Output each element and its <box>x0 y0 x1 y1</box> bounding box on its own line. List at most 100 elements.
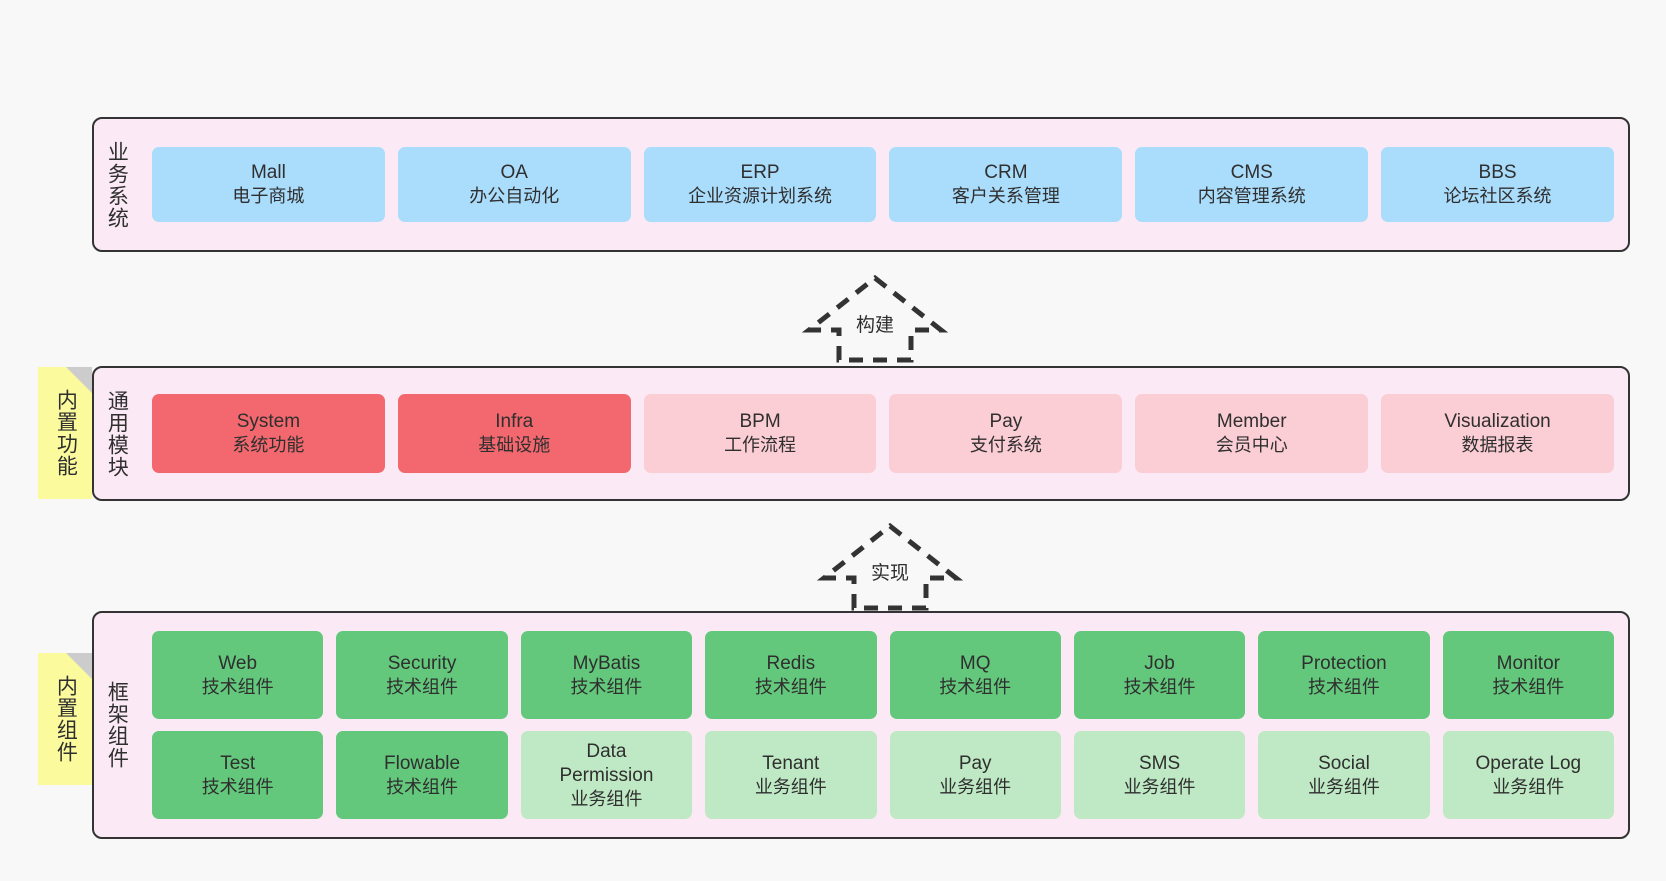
tile-subtitle: 业务组件 <box>754 776 827 797</box>
connector-label: 实现 <box>870 563 909 584</box>
tile-member[interactable]: Member 会员中心 <box>1135 394 1369 473</box>
tile-subtitle: 论坛社区系统 <box>1443 186 1552 207</box>
tile-title: Mall <box>250 162 286 184</box>
tile-subtitle: 技术组件 <box>1123 676 1196 697</box>
tile-security[interactable]: Security 技术组件 <box>336 631 508 719</box>
tile-subtitle: 技术组件 <box>1492 676 1565 697</box>
tile-subtitle: 技术组件 <box>939 676 1012 697</box>
tile-subtitle: 技术组件 <box>1307 676 1380 697</box>
layer-framework-components: 框架组件 Web 技术组件 Security 技术组件 MyBatis 技术组件… <box>92 611 1630 839</box>
tile-subtitle: 技术组件 <box>201 776 274 797</box>
tile-title: Operate Log <box>1475 752 1582 774</box>
tile-test[interactable]: Test 技术组件 <box>152 731 324 819</box>
layer-body-framework-components: Web 技术组件 Security 技术组件 MyBatis 技术组件 Redi… <box>138 613 1628 837</box>
tile-protection[interactable]: Protection 技术组件 <box>1258 631 1430 719</box>
tile-subtitle: 内容管理系统 <box>1197 186 1306 207</box>
tile-subtitle: 技术组件 <box>386 676 459 697</box>
tile-title: CMS <box>1230 162 1273 184</box>
tile-bpm[interactable]: BPM 工作流程 <box>643 394 877 473</box>
tile-title: Pay <box>958 752 992 774</box>
tile-title: Social <box>1318 752 1370 774</box>
layer-title-framework-components: 框架组件 <box>105 681 129 769</box>
note-label: 内置功能 <box>54 389 78 477</box>
tile-pay-component[interactable]: Pay 业务组件 <box>889 731 1061 819</box>
layer-title-business-systems: 业务系统 <box>105 140 129 229</box>
tile-subtitle: 数据报表 <box>1461 435 1534 456</box>
tile-subtitle: 技术组件 <box>201 676 274 697</box>
tile-title: Protection <box>1301 652 1387 674</box>
tile-mq[interactable]: MQ 技术组件 <box>889 631 1061 719</box>
tile-title: CRM <box>984 162 1028 184</box>
tile-title: ERP <box>740 162 780 184</box>
tile-crm[interactable]: CRM 客户关系管理 <box>889 147 1123 222</box>
layer-business-systems: 业务系统 Mall 电子商城 OA 办公自动化 ERP 企业资源计划系统 CRM… <box>92 117 1630 252</box>
tile-mybatis[interactable]: MyBatis 技术组件 <box>520 631 693 719</box>
tile-title: Web <box>218 652 258 674</box>
connector-build: 构建 <box>800 272 950 365</box>
tile-subtitle: 业务组件 <box>1492 776 1565 797</box>
tile-operate-log[interactable]: Operate Log 业务组件 <box>1442 731 1614 819</box>
tile-title: Visualization <box>1444 411 1551 433</box>
tile-subtitle: 支付系统 <box>969 435 1042 456</box>
tile-title: System <box>236 411 301 433</box>
connector-implement: 实现 <box>815 520 965 613</box>
layer-body-business-systems: Mall 电子商城 OA 办公自动化 ERP 企业资源计划系统 CRM 客户关系… <box>138 119 1628 250</box>
tile-title: BBS <box>1478 162 1517 184</box>
tile-title: Monitor <box>1496 652 1560 674</box>
tile-subtitle: 业务组件 <box>939 776 1012 797</box>
tile-subtitle: 技术组件 <box>754 676 827 697</box>
tile-title: Tenant <box>762 752 820 774</box>
tile-flowable[interactable]: Flowable 技术组件 <box>336 731 508 819</box>
component-row-business: Test 技术组件 Flowable 技术组件 Data Permission … <box>152 731 1614 819</box>
tile-subtitle: 基础设施 <box>478 435 551 456</box>
tile-subtitle: 业务组件 <box>1307 776 1380 797</box>
connector-label: 构建 <box>855 315 894 336</box>
tile-subtitle: 业务组件 <box>570 788 643 809</box>
tile-title: Flowable <box>384 752 461 774</box>
tile-visualization[interactable]: Visualization 数据报表 <box>1381 394 1614 473</box>
tile-title: Infra <box>495 411 534 433</box>
tile-data-permission[interactable]: Data Permission 业务组件 <box>520 731 693 819</box>
tile-pay-module[interactable]: Pay 支付系统 <box>889 394 1123 473</box>
tile-mall[interactable]: Mall 电子商城 <box>152 147 385 222</box>
tile-title: MQ <box>959 652 991 674</box>
layer-title-common-modules: 通用模块 <box>105 389 129 478</box>
tile-web[interactable]: Web 技术组件 <box>152 631 324 719</box>
tile-sms[interactable]: SMS 业务组件 <box>1073 731 1246 819</box>
layer-body-common-modules: System 系统功能 Infra 基础设施 BPM 工作流程 Pay 支付系统… <box>138 368 1628 499</box>
tile-cms[interactable]: CMS 内容管理系统 <box>1135 147 1369 222</box>
tile-subtitle: 办公自动化 <box>469 186 560 207</box>
layer-common-modules: 通用模块 System 系统功能 Infra 基础设施 BPM 工作流程 Pay… <box>92 366 1630 501</box>
tile-title: Job <box>1144 652 1175 674</box>
tile-subtitle: 企业资源计划系统 <box>688 186 833 207</box>
tile-subtitle: 技术组件 <box>570 676 643 697</box>
tile-redis[interactable]: Redis 技术组件 <box>705 631 877 719</box>
tile-subtitle: 电子商城 <box>232 186 305 207</box>
tile-title: MyBatis <box>572 652 641 674</box>
tile-oa[interactable]: OA 办公自动化 <box>397 147 631 222</box>
tile-infra[interactable]: Infra 基础设施 <box>397 394 631 473</box>
note-builtin-components: 内置组件 <box>38 653 92 785</box>
tile-bbs[interactable]: BBS 论坛社区系统 <box>1381 147 1614 222</box>
tile-job[interactable]: Job 技术组件 <box>1073 631 1246 719</box>
tile-title: Data Permission <box>559 741 654 786</box>
tile-subtitle: 工作流程 <box>724 435 797 456</box>
tile-title: SMS <box>1138 752 1181 774</box>
tile-subtitle: 系统功能 <box>232 435 305 456</box>
tile-title: Redis <box>766 652 816 674</box>
tile-title: BPM <box>739 411 781 433</box>
component-row-technical: Web 技术组件 Security 技术组件 MyBatis 技术组件 Redi… <box>152 631 1614 719</box>
tile-subtitle: 业务组件 <box>1123 776 1196 797</box>
tile-social[interactable]: Social 业务组件 <box>1258 731 1430 819</box>
tile-tenant[interactable]: Tenant 业务组件 <box>705 731 877 819</box>
tile-subtitle: 技术组件 <box>386 776 459 797</box>
tile-subtitle: 客户关系管理 <box>951 186 1060 207</box>
tile-subtitle: 会员中心 <box>1215 435 1288 456</box>
tile-title: Member <box>1216 411 1287 433</box>
tile-monitor[interactable]: Monitor 技术组件 <box>1442 631 1614 719</box>
tile-title: OA <box>500 162 528 184</box>
tile-system[interactable]: System 系统功能 <box>152 394 385 473</box>
tile-erp[interactable]: ERP 企业资源计划系统 <box>643 147 877 222</box>
note-builtin-functions: 内置功能 <box>38 367 92 499</box>
